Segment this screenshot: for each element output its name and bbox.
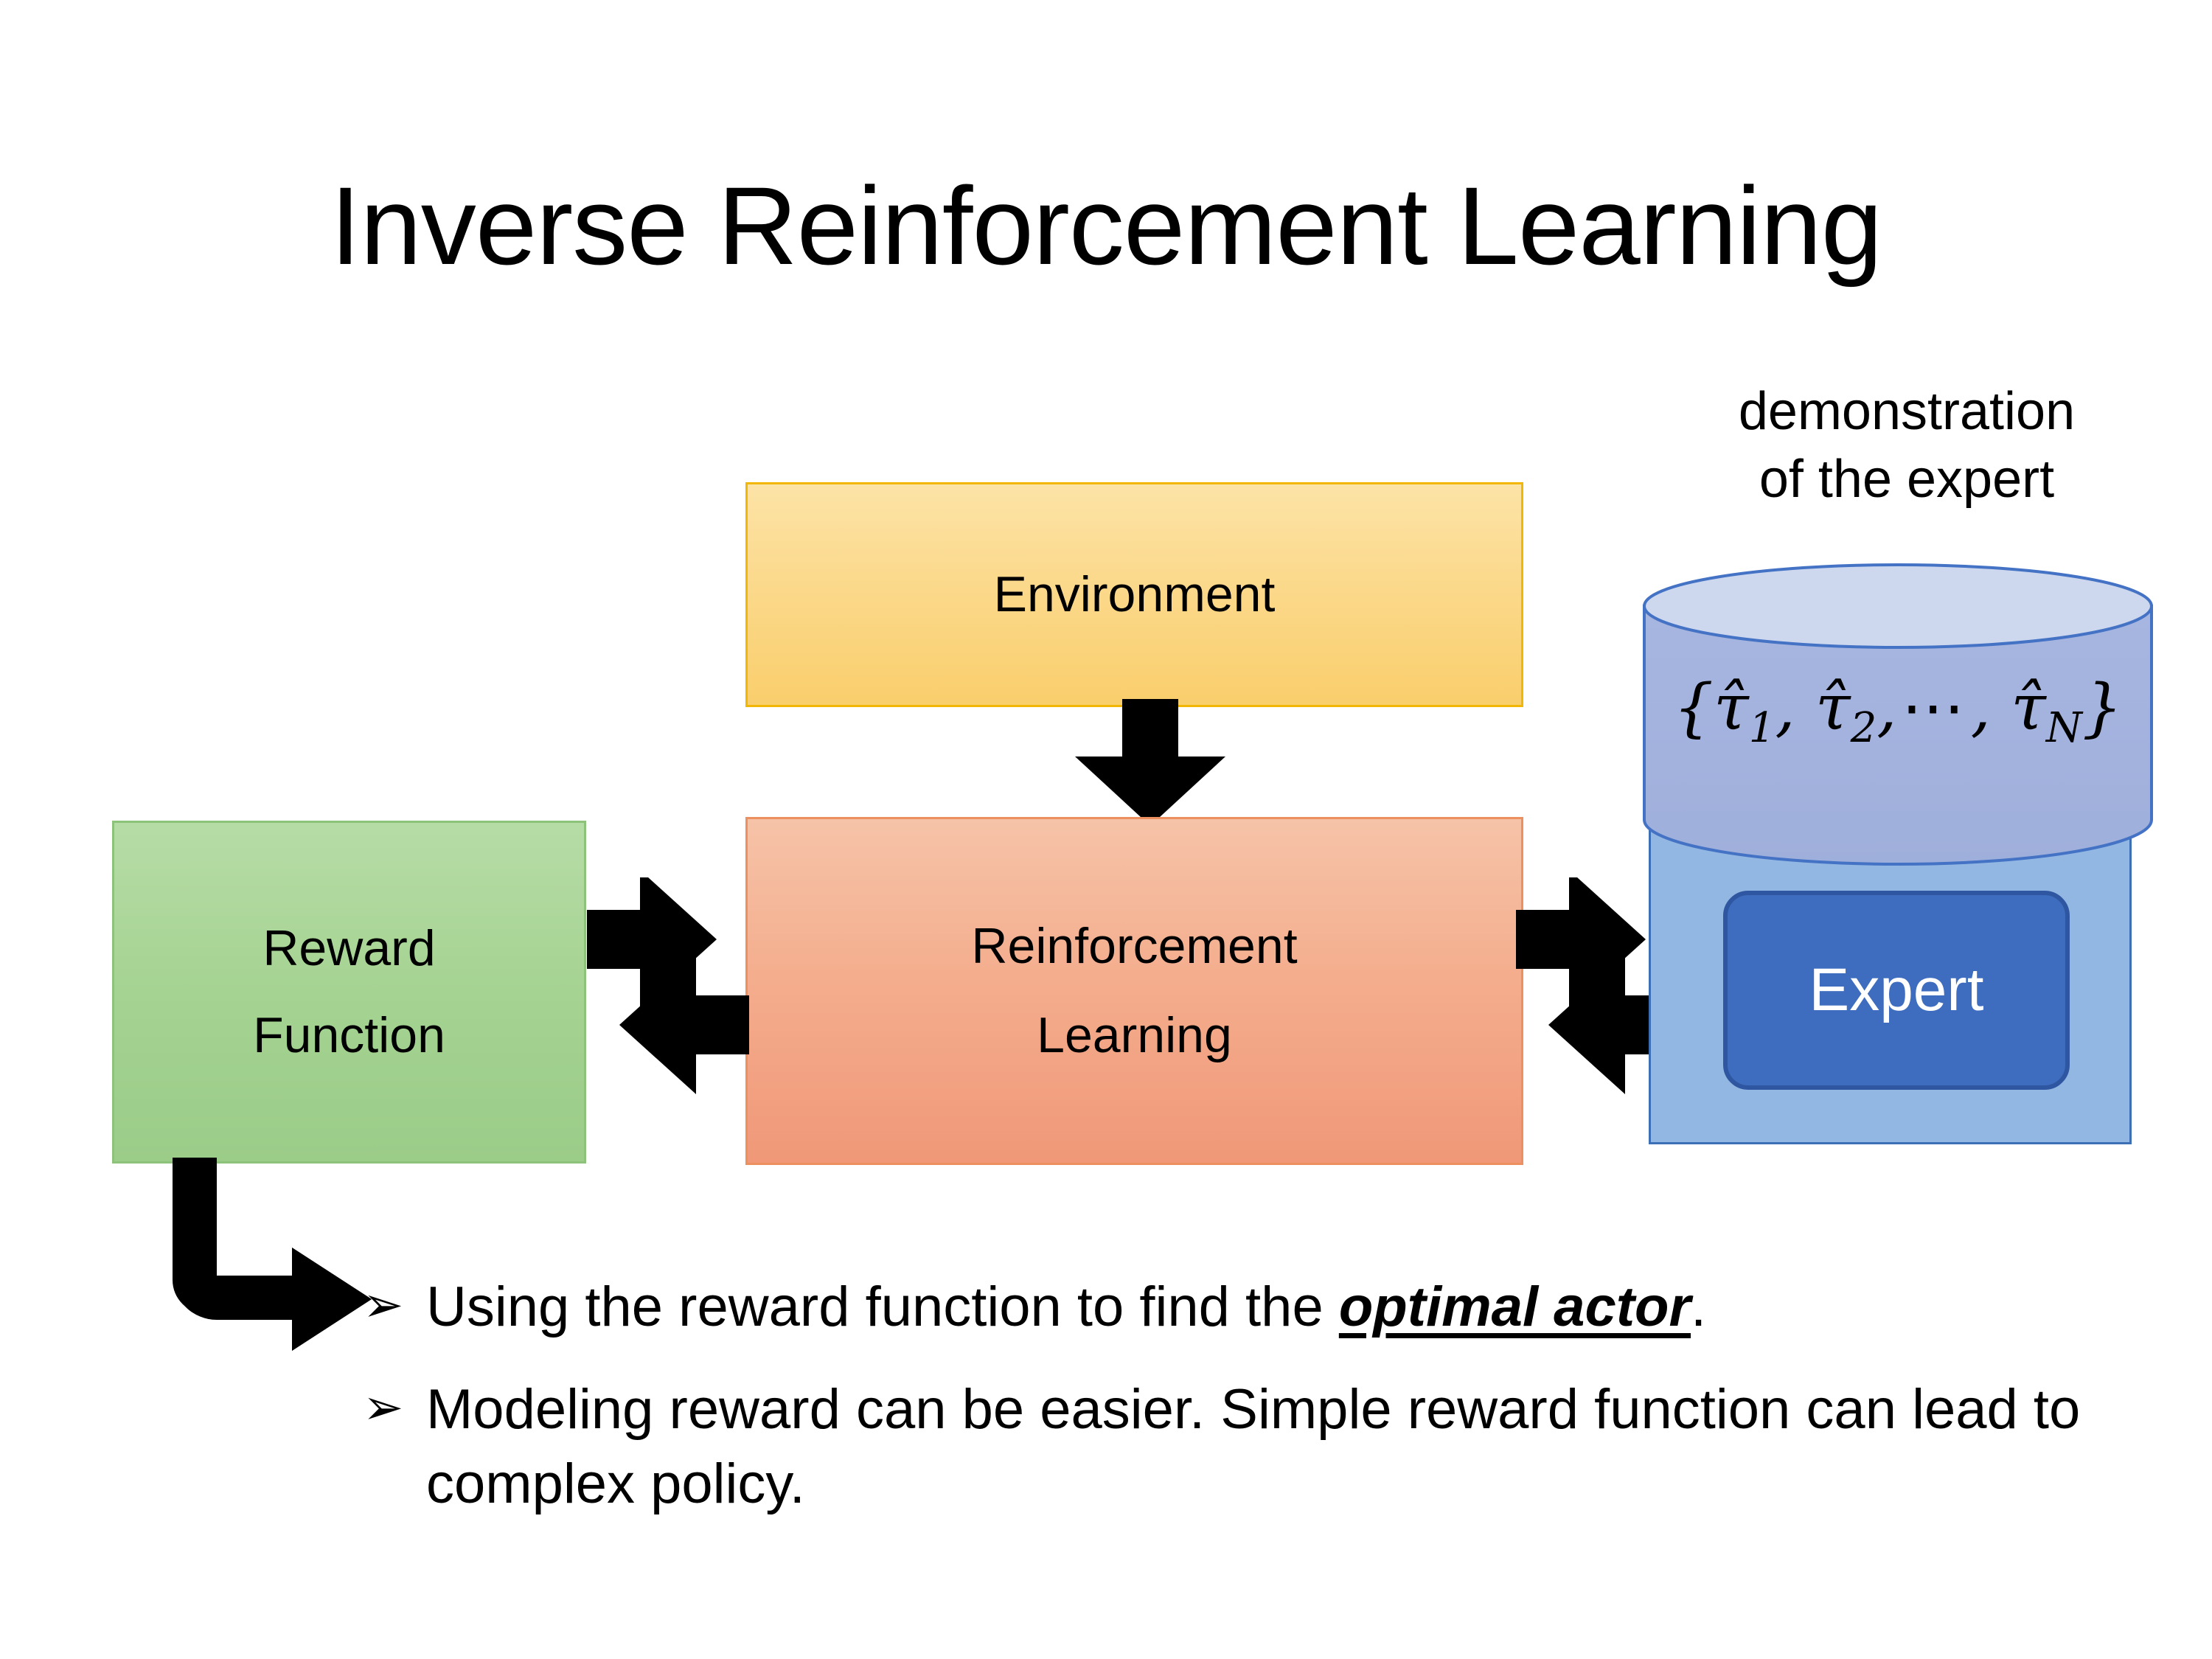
list-item: ➢ Using the reward function to find the … [363, 1270, 2132, 1344]
tau-sub-1: 1 [1748, 703, 1775, 752]
elbow-arrow-icon [173, 1158, 372, 1351]
tau-hat-2: τ̂ [1815, 671, 1851, 745]
tau-sub-n: N [2045, 703, 2082, 752]
database-cylinder-icon [1640, 560, 2156, 874]
list-item: ➢ Modeling reward can be easier. Simple … [363, 1372, 2132, 1521]
bullet-1-prefix: Using the reward function to find the [426, 1276, 1339, 1338]
page-title: Inverse Reinforcement Learning [330, 164, 1883, 288]
comma-1: , [1775, 671, 1795, 745]
reward-label-line1: Reward [262, 920, 436, 977]
comma-2: , [1877, 671, 1897, 745]
tau-hat-n: τ̂ [2011, 671, 2046, 745]
demonstration-caption-line1: demonstration [1738, 382, 2076, 441]
down-arrow-icon [1075, 699, 1225, 826]
ellipsis: ⋯ [1901, 671, 1966, 745]
bullet-text-2: Modeling reward can be easier. Simple re… [426, 1372, 2132, 1521]
close-brace: } [2081, 671, 2123, 745]
rl-label-wrap: Reinforcement Learning [971, 914, 1297, 1068]
tau-hat-1: τ̂ [1714, 671, 1749, 745]
environment-label: Environment [993, 566, 1276, 622]
bullet-text-1: Using the reward function to find the op… [426, 1270, 2132, 1344]
double-arrow-icon [587, 877, 749, 1094]
comma-3: , [1970, 671, 1991, 745]
bullet-1-suffix: . [1691, 1276, 1707, 1338]
rl-label-line2: Learning [1037, 1007, 1232, 1063]
reward-label-line2: Function [253, 1006, 445, 1063]
open-brace: { [1673, 671, 1714, 745]
notes-list: ➢ Using the reward function to find the … [363, 1270, 2132, 1549]
double-arrow-icon [1516, 877, 1678, 1094]
demonstration-caption-line2: of the expert [1759, 450, 2055, 509]
bullet-1-emphasis: optimal actor [1338, 1276, 1691, 1338]
reward-function-box: Reward Function [112, 821, 586, 1164]
rl-label-line1: Reinforcement [971, 917, 1298, 974]
bullet-arrow-icon: ➢ [363, 1380, 404, 1435]
bullet-arrow-icon: ➢ [363, 1277, 404, 1332]
reinforcement-learning-box: Reinforcement Learning [745, 817, 1523, 1165]
trajectory-set-formula: {τ̂1, τ̂2,⋯, τ̂N} [1640, 671, 2156, 752]
environment-box: Environment [745, 482, 1523, 707]
expert-button-label: Expert [1809, 956, 1984, 1023]
expert-button[interactable]: Expert [1723, 891, 2070, 1090]
tau-sub-2: 2 [1850, 703, 1877, 752]
reward-label-wrap: Reward Function [253, 917, 445, 1067]
demonstration-caption: demonstration of the expert [1649, 378, 2165, 513]
bullet-2-prefix: Modeling reward can be easier. Simple re… [426, 1378, 2081, 1516]
